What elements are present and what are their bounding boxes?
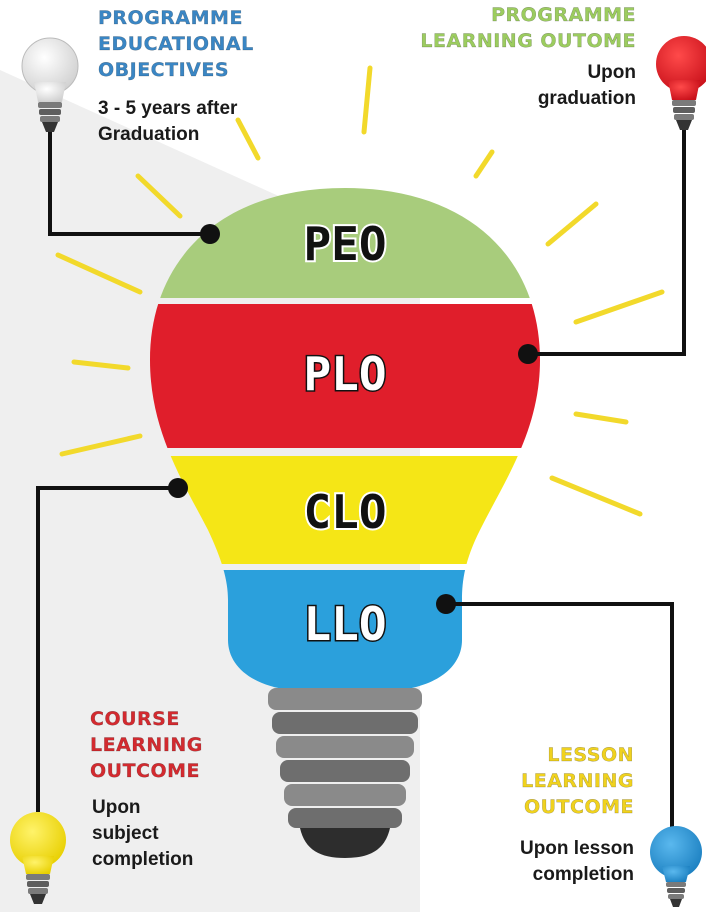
blue-bulb-icon: [650, 826, 702, 907]
llo-title: LESSON LEARNING OUTCOME: [521, 742, 634, 820]
glow-ray: [361, 65, 373, 135]
llo-title-line: LESSON: [547, 744, 634, 766]
glow-ray: [235, 117, 261, 161]
red-bulb-icon: [656, 36, 706, 130]
plo-band-label: PLO: [303, 347, 386, 401]
plo-title-line: LEARNING OUTOME: [420, 30, 636, 52]
plo-description-line: graduation: [537, 88, 636, 109]
peo-connector-dot: [200, 224, 220, 244]
glow-rays: [55, 65, 665, 517]
clo-band-label: CLO: [303, 485, 386, 539]
yellow-bulb-icon: [10, 812, 66, 904]
plo-band: [150, 304, 540, 448]
peo-band-label: PEO: [303, 217, 386, 271]
glow-ray: [71, 359, 131, 371]
clo-description-line: subject: [92, 823, 159, 844]
glow-ray: [573, 289, 665, 325]
peo-title-line: EDUCATIONAL: [98, 33, 254, 55]
glow-ray: [573, 411, 629, 425]
peo-description-line: 3 - 5 years after: [98, 98, 238, 119]
clo-title-line: OUTCOME: [90, 760, 201, 782]
llo-connector: [446, 602, 674, 830]
llo-title-line: OUTCOME: [523, 796, 634, 818]
plo-connector: [528, 128, 686, 356]
glow-ray: [473, 149, 495, 179]
glow-ray: [55, 252, 143, 295]
plo-title: PROGRAMME LEARNING OUTOME: [420, 2, 636, 54]
peo-title: PROGRAMME EDUCATIONAL OBJECTIVES: [98, 5, 254, 83]
white-bulb-icon: [21, 37, 79, 132]
clo-description-line: Upon: [92, 797, 141, 818]
glow-ray: [135, 173, 183, 219]
clo-connector-dot: [168, 478, 188, 498]
peo-connector: [48, 130, 210, 236]
plo-description: Upon graduation: [538, 60, 636, 112]
main-bulb-base: [268, 688, 422, 858]
llo-description-line: completion: [532, 864, 634, 885]
peo-description-line: Graduation: [98, 124, 200, 145]
clo-title-line: COURSE: [90, 708, 180, 730]
llo-connector-dot: [436, 594, 456, 614]
connector-dots: [168, 224, 538, 614]
llo-description-line: Upon lesson: [519, 838, 634, 859]
clo-title: COURSE LEARNING OUTCOME: [90, 706, 203, 784]
clo-description: Upon subject completion: [92, 795, 193, 873]
clo-connector: [36, 486, 178, 812]
llo-description: Upon lesson completion: [520, 836, 634, 888]
peo-title-line: PROGRAMME: [98, 7, 243, 29]
plo-title-line: PROGRAMME: [491, 4, 636, 26]
llo-band-label: LLO: [303, 597, 386, 651]
peo-description: 3 - 5 years after Graduation: [98, 96, 237, 148]
glow-ray: [545, 201, 599, 247]
glow-ray: [549, 475, 643, 517]
plo-description-line: Upon: [587, 62, 636, 83]
plo-connector-dot: [518, 344, 538, 364]
clo-description-line: completion: [92, 849, 194, 870]
glow-ray: [59, 433, 143, 457]
llo-title-line: LEARNING: [521, 770, 634, 792]
peo-title-line: OBJECTIVES: [98, 59, 230, 81]
clo-title-line: LEARNING: [90, 734, 203, 756]
connector-lines: [36, 128, 686, 830]
